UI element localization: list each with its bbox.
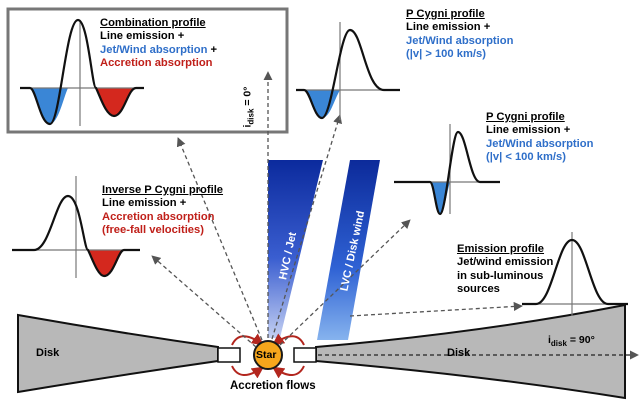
accretion-flows-label: Accretion flows (230, 380, 316, 392)
combination-line2-suffix: + (207, 43, 218, 56)
pcygni-high-title: P Cygni profile (406, 8, 485, 20)
inverse-profile-label: Inverse P Cygni profile Line emission + … (102, 184, 223, 238)
pcygni-high-line3: (|v| > 100 km/s) (406, 48, 486, 61)
combination-line1: Line emission + (100, 30, 185, 43)
disk-left-label: Disk (36, 347, 60, 359)
sightline-pcygni-low (279, 219, 411, 346)
emission-profile-plot (522, 232, 628, 316)
combination-line2: Jet/Wind absorption (100, 43, 208, 56)
star (253, 340, 283, 370)
accretion-flow-left-top (231, 333, 264, 346)
pcygni-low-line3: (|v| < 100 km/s) (486, 151, 566, 164)
jet-column (268, 160, 323, 338)
sightline-emission (349, 301, 523, 317)
combination-title: Combination profile (100, 17, 206, 29)
disk-inner-right (293, 347, 317, 363)
inverse-line2: Accretion absorption (102, 210, 215, 223)
inclination-horizontal-label: idisk = 90° (548, 334, 595, 348)
star-label: Star (256, 349, 277, 361)
inclination-vertical-symbol: i (241, 124, 254, 128)
inverse-title: Inverse P Cygni profile (102, 184, 224, 196)
inclination-horizontal-symbol: i (548, 334, 551, 346)
emission-line3: sources (457, 283, 500, 296)
combination-line3: Accretion absorption (100, 57, 213, 70)
pcygni-low-line1: Line emission + (486, 124, 571, 137)
pcygni-high-label: P Cygni profile Line emission + Jet/Wind… (406, 8, 513, 62)
accretion-flow-left-bottom (231, 365, 264, 379)
emission-title: Emission profile (457, 243, 545, 255)
disk-right (315, 303, 626, 400)
disk-inner-left (217, 347, 241, 363)
inverse-line1: Line emission + (102, 197, 187, 210)
pcygni-high-line2: Jet/Wind absorption (406, 34, 514, 47)
sightline-inverse (151, 255, 257, 348)
combination-profile-plot (20, 18, 144, 126)
emission-line2: in sub-luminous (457, 269, 544, 282)
pcygni-low-line2: Jet/Wind absorption (486, 137, 594, 150)
inverse-profile-plot (12, 176, 140, 278)
inclination-horizontal-value: = 90° (566, 334, 595, 346)
disk-right-label: Disk (447, 347, 471, 359)
inclination-vertical-value: = 0° (241, 86, 254, 109)
accretion-flow-right-top (272, 333, 305, 346)
inclination-vertical-sub: disk (246, 108, 256, 125)
pcygni-high-line1: Line emission + (406, 21, 491, 34)
emission-profile-label: Emission profile Jet/wind emission in su… (457, 243, 553, 297)
accretion-flow-right-bottom (272, 365, 305, 379)
inclination-horizontal-sub: disk (550, 339, 567, 349)
combination-profile-label: Combination profile Line emission + Jet/… (100, 17, 217, 71)
pcygni-low-profile-plot (394, 124, 500, 216)
pcygni-low-label: P Cygni profile Line emission + Jet/Wind… (486, 111, 593, 165)
emission-line1: Jet/wind emission (457, 256, 554, 269)
sightline-combination (176, 137, 263, 341)
pcygni-low-title: P Cygni profile (486, 111, 565, 123)
inverse-line3: (free-fall velocities) (102, 224, 204, 237)
pcygni-high-profile-plot (296, 22, 400, 120)
inclination-vertical-label: idisk = 0° (241, 87, 255, 128)
